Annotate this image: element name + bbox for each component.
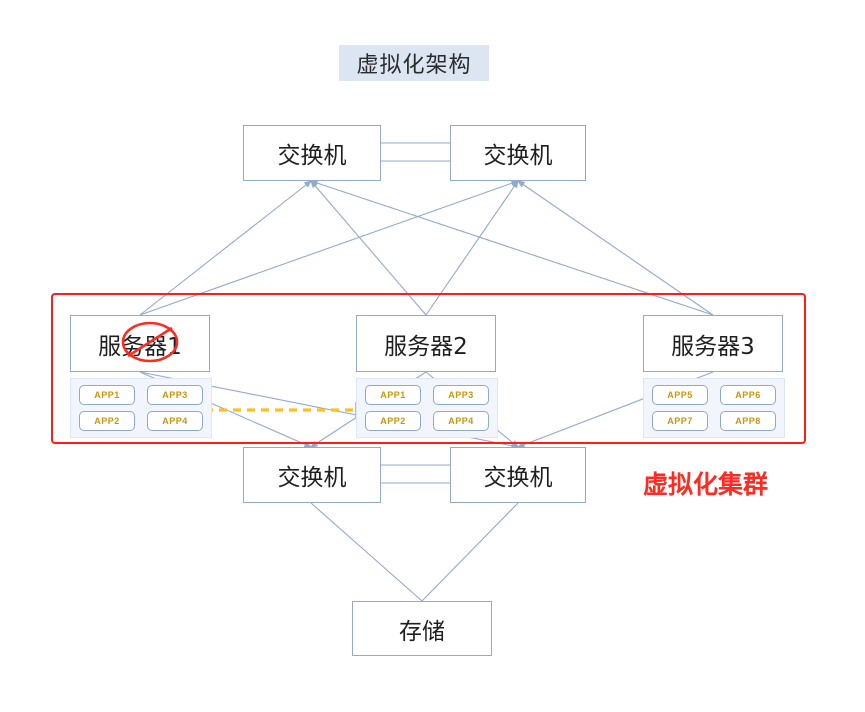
link-botsw-right-storage — [421, 502, 519, 602]
app-chip[interactable]: APP1 — [365, 385, 421, 405]
switch-top-right[interactable]: 交换机 — [450, 125, 586, 181]
link-botsw-left-storage — [310, 502, 423, 602]
app-chip[interactable]: APP3 — [433, 385, 489, 405]
cluster-caption-label: 虚拟化集群 — [643, 470, 769, 499]
app-chip[interactable]: APP8 — [720, 411, 776, 431]
app-chip[interactable]: APP6 — [720, 385, 776, 405]
switch-bottom-right[interactable]: 交换机 — [450, 447, 586, 503]
app-chip[interactable]: APP3 — [147, 385, 203, 405]
storage-node[interactable]: 存储 — [352, 601, 492, 656]
app-pool-server-3: APP5 APP6 APP7 APP8 — [643, 378, 785, 438]
diagram-title: 虚拟化架构 — [339, 45, 489, 81]
virtualization-cluster-frame — [51, 293, 806, 444]
app-chip[interactable]: APP2 — [79, 411, 135, 431]
app-pool-server-2: APP1 APP3 APP2 APP4 — [356, 378, 498, 438]
switch-top-left[interactable]: 交换机 — [243, 125, 381, 181]
app-chip[interactable]: APP5 — [652, 385, 708, 405]
app-chip[interactable]: APP7 — [652, 411, 708, 431]
switch-bottom-left[interactable]: 交换机 — [243, 447, 381, 503]
server-node-2[interactable]: 服务器2 — [356, 315, 496, 372]
app-chip[interactable]: APP4 — [433, 411, 489, 431]
app-pool-server-1: APP1 APP3 APP2 APP4 — [70, 378, 212, 438]
server-node-3[interactable]: 服务器3 — [643, 315, 783, 372]
app-chip[interactable]: APP1 — [79, 385, 135, 405]
server-node-1[interactable]: 服务器1 — [70, 315, 210, 372]
app-chip[interactable]: APP4 — [147, 411, 203, 431]
app-chip[interactable]: APP2 — [365, 411, 421, 431]
